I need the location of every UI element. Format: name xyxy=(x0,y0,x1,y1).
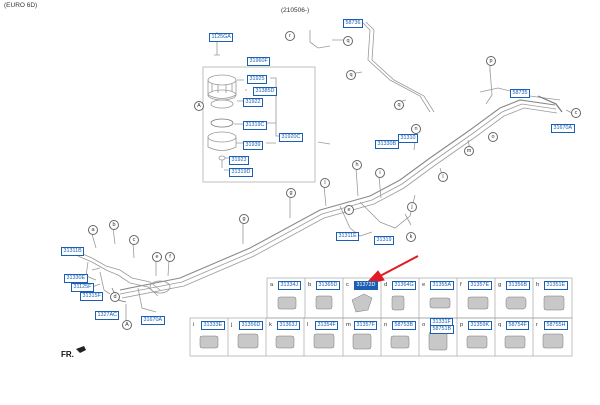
callout-e-2: e xyxy=(344,205,354,215)
callout-k: k xyxy=(406,232,416,242)
callout-g-2: g xyxy=(286,188,296,198)
callout-o: o xyxy=(488,132,498,142)
part-ref-31939[interactable]: 31939 xyxy=(243,141,263,150)
part-ref-31670a[interactable]: 31670A xyxy=(551,124,575,133)
table-code-31372d-selected[interactable]: 31372D xyxy=(354,281,378,290)
table-letter-q: q xyxy=(498,322,502,328)
table-letter-f: f xyxy=(460,282,462,288)
callout-i: i xyxy=(375,168,385,178)
part-ref-31925[interactable]: 31925 xyxy=(247,75,267,84)
table-letter-r: r xyxy=(536,322,538,328)
callout-r: r xyxy=(285,31,295,41)
part-ref-31311e[interactable]: 31311E xyxy=(336,232,360,241)
callout-b: b xyxy=(109,220,119,230)
callout-p: p xyxy=(486,56,496,66)
table-letter-l: l xyxy=(307,322,309,328)
part-ref-31125f[interactable]: 31125F xyxy=(71,283,94,292)
table-code-31364g[interactable]: 31364G xyxy=(392,281,417,290)
callout-n: n xyxy=(411,124,421,134)
part-ref-31315f[interactable]: 31315F xyxy=(80,292,104,301)
part-ref-31330b[interactable]: 31330B xyxy=(375,140,399,149)
table-code-58751b[interactable]: 58751B xyxy=(430,325,454,334)
table-letter-m: m xyxy=(346,322,351,328)
part-ref-31922[interactable]: 31922 xyxy=(243,98,263,107)
part-ref-31319c[interactable]: 31319C xyxy=(243,121,267,130)
callout-l-2: l xyxy=(438,172,448,182)
part-ref-1125ga[interactable]: 1125GA xyxy=(209,33,234,42)
table-code-31333e[interactable]: 31333E xyxy=(201,321,225,330)
table-code-31355a[interactable]: 31355A xyxy=(430,281,454,290)
part-ref-31311b[interactable]: 31311B xyxy=(61,247,85,256)
callout-c: c xyxy=(129,235,139,245)
table-code-58753b[interactable]: 58753B xyxy=(392,321,416,330)
table-code-31334j[interactable]: 31334J xyxy=(278,281,301,290)
part-ref-58735[interactable]: 58735 xyxy=(510,89,530,98)
part-ref-31319d[interactable]: 31319D xyxy=(229,168,253,177)
part-ref-31385d[interactable]: 31385D xyxy=(253,87,277,96)
table-letter-c: c xyxy=(346,282,349,288)
table-letter-d: d xyxy=(384,282,388,288)
date-note: (210506-) xyxy=(281,7,310,14)
part-ref-31310[interactable]: 31310 xyxy=(398,134,418,143)
part-ref-31920c[interactable]: 31920C xyxy=(279,133,303,142)
callout-q-2: q xyxy=(343,36,353,46)
table-letter-p: p xyxy=(460,322,464,328)
callout-m: m xyxy=(464,146,474,156)
callout-A: A xyxy=(194,101,204,111)
callout-f: f xyxy=(165,252,175,262)
part-ref-1327ac[interactable]: 1327AC xyxy=(95,311,120,320)
callout-q-3: q xyxy=(346,70,356,80)
table-code-58755h[interactable]: 58755H xyxy=(544,321,568,330)
part-ref-31330e[interactable]: 31330E xyxy=(64,274,88,283)
callout-c-2: c xyxy=(571,108,581,118)
table-letter-a: a xyxy=(270,282,274,288)
callout-g-1: g xyxy=(239,214,249,224)
part-ref-31319[interactable]: 31319 xyxy=(374,236,394,245)
callout-h: h xyxy=(352,160,362,170)
table-code-31356d[interactable]: 31356D xyxy=(239,321,263,330)
table-code-58754f[interactable]: 58754F xyxy=(506,321,530,330)
table-code-31356b[interactable]: 31356B xyxy=(506,281,530,290)
variant-label: (EURO 6D) xyxy=(4,2,38,9)
callout-l: l xyxy=(320,178,330,188)
callout-j: j xyxy=(407,202,417,212)
callout-d: d xyxy=(110,292,120,302)
table-code-31351e[interactable]: 31351E xyxy=(544,281,568,290)
orientation-label: FR. xyxy=(61,350,74,359)
table-code-31363j[interactable]: 31363J xyxy=(277,321,300,330)
callout-e: e xyxy=(152,252,162,262)
table-letter-k: k xyxy=(269,322,272,328)
table-letter-b: b xyxy=(308,282,312,288)
callout-A-2: A xyxy=(122,320,132,330)
callout-a: a xyxy=(88,225,98,235)
part-ref-31670[interactable]: 31670A xyxy=(141,316,165,325)
table-code-31357f[interactable]: 31357F xyxy=(354,321,378,330)
part-ref-31960f[interactable]: 31960F xyxy=(247,57,271,66)
table-letter-n: n xyxy=(384,322,388,328)
table-letter-j: j xyxy=(231,322,233,328)
table-letter-g: g xyxy=(498,282,502,288)
table-code-31365d[interactable]: 31365D xyxy=(316,281,340,290)
table-letter-e: e xyxy=(422,282,426,288)
table-code-31357e[interactable]: 31357E xyxy=(468,281,492,290)
table-code-31359k[interactable]: 31359K xyxy=(468,321,492,330)
table-letter-i: i xyxy=(193,322,195,328)
table-letter-h: h xyxy=(536,282,540,288)
part-ref-31923[interactable]: 31923 xyxy=(229,156,249,165)
part-ref-58736[interactable]: 58736 xyxy=(343,19,363,28)
table-letter-o: o xyxy=(422,322,426,328)
callout-q-1: q xyxy=(394,100,404,110)
table-code-31354f[interactable]: 31354F xyxy=(315,321,339,330)
